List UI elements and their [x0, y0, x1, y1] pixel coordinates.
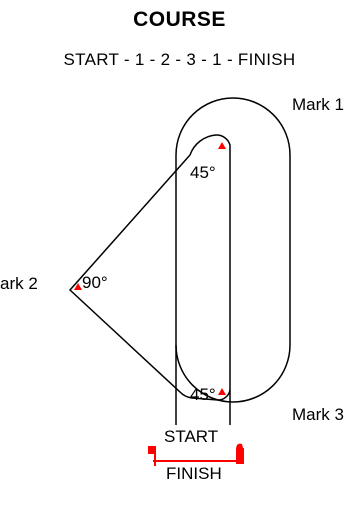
committee-boat-icon	[236, 443, 244, 464]
mark1-label: Mark 1	[292, 95, 344, 114]
course-leg-lines	[68, 134, 231, 401]
mark2-label: ark 2	[0, 274, 38, 293]
mark1-angle-label: 45°	[190, 163, 216, 182]
mark3-label: Mark 3	[292, 405, 344, 424]
course-boundary	[175, 97, 291, 403]
start-label: START	[164, 427, 219, 446]
mark2-triangle-icon	[74, 283, 82, 290]
finish-label: FINISH	[166, 464, 222, 483]
mark3-triangle-icon	[218, 388, 226, 395]
mark3-angle-label: 45°	[190, 385, 216, 404]
mark2-angle-label: 90°	[82, 273, 108, 292]
mark1-triangle-icon	[218, 142, 226, 149]
course-sequence: START - 1 - 2 - 3 - 1 - FINISH	[63, 50, 296, 69]
start-flag-icon	[148, 446, 156, 466]
diagram-title: COURSE	[133, 8, 226, 31]
